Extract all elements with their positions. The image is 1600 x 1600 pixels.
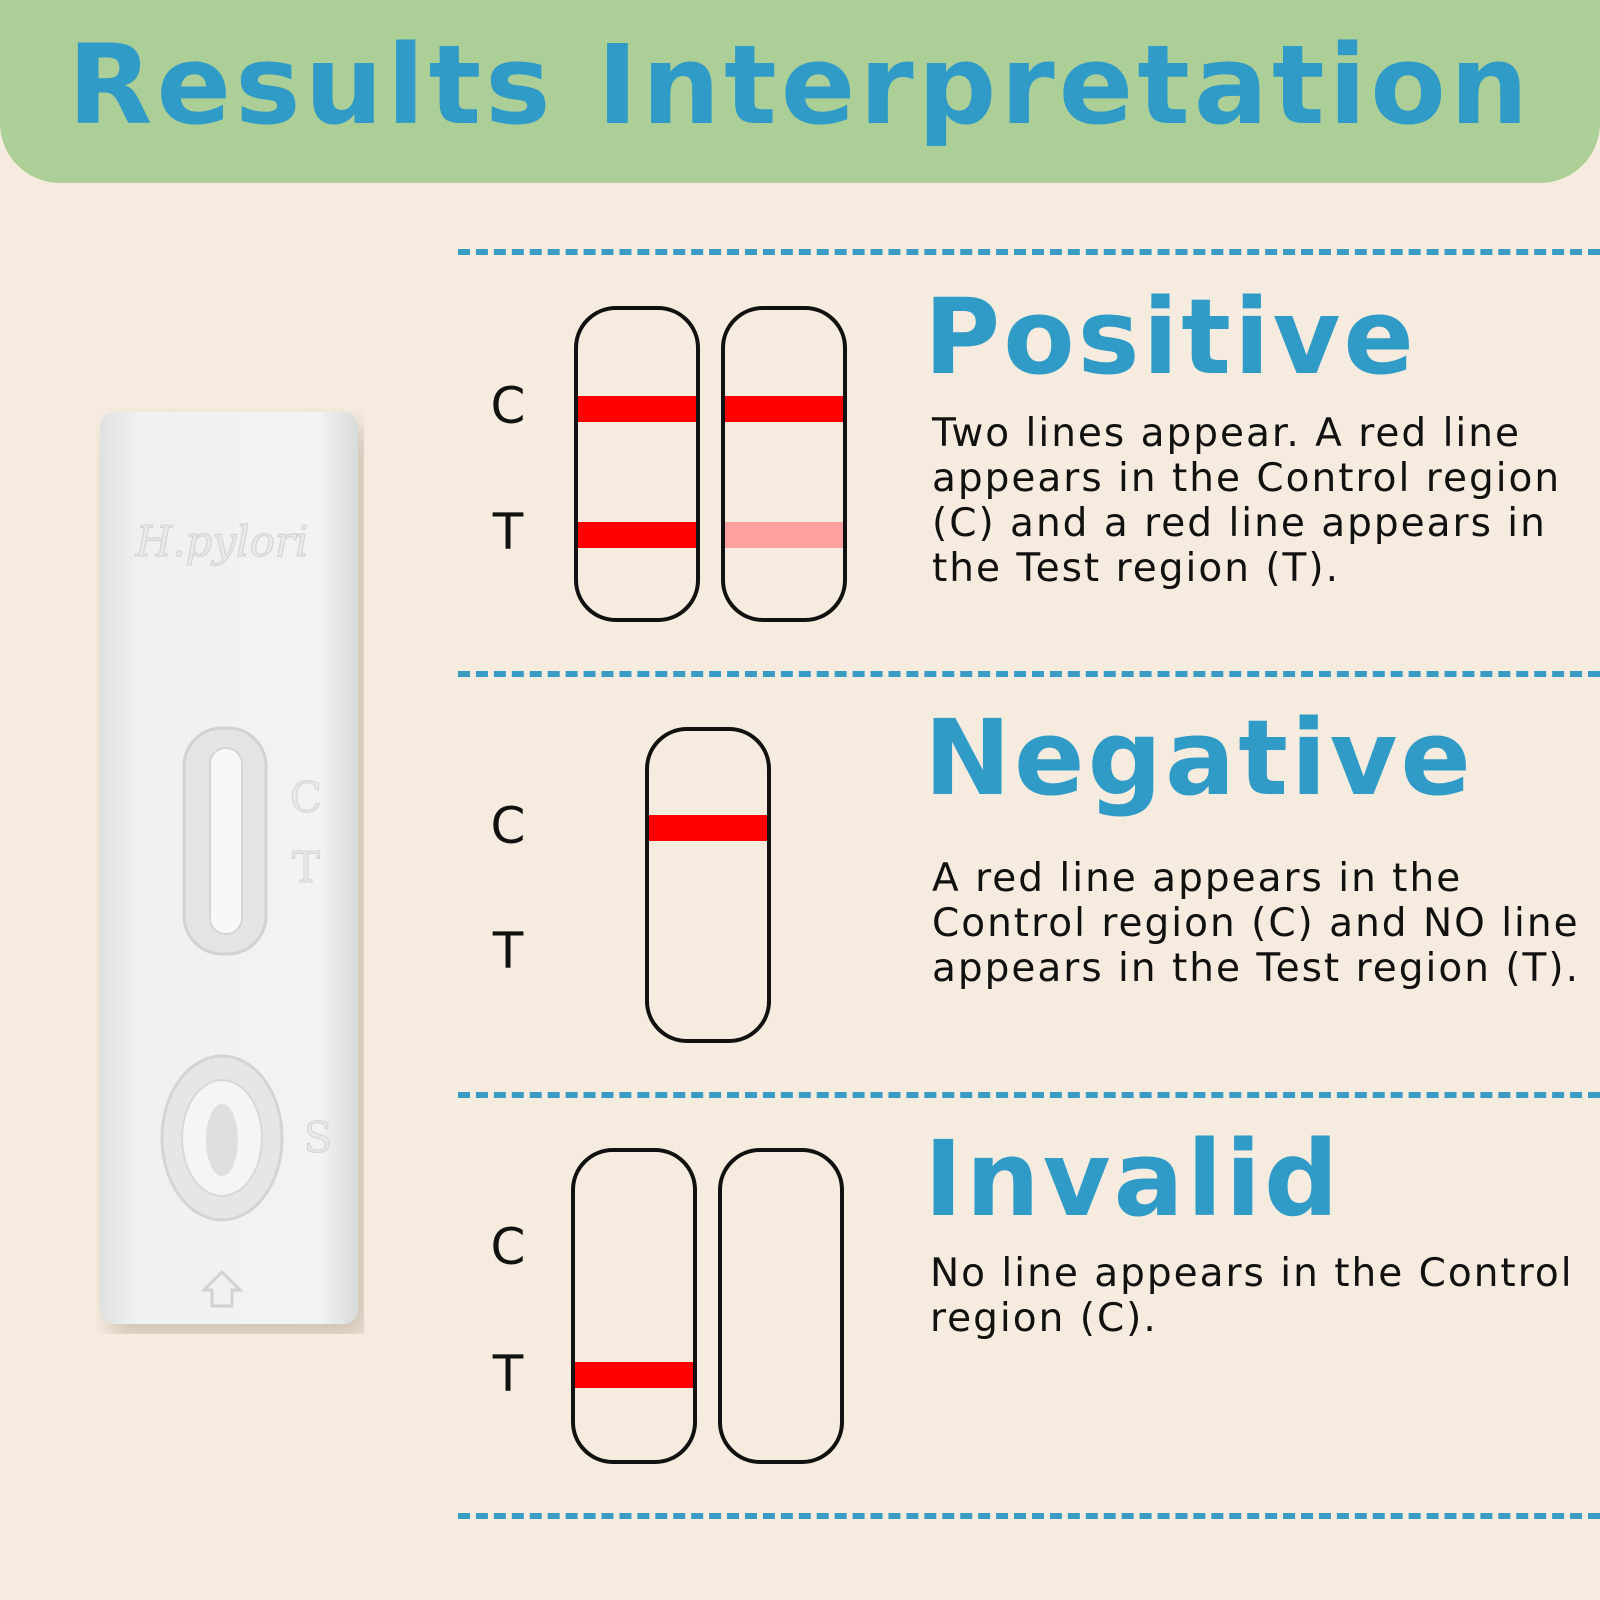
result-title-negative: Negative	[924, 697, 1474, 819]
control-label: C	[490, 1218, 526, 1276]
result-description-negative: A red line appears in the Control region…	[932, 856, 1580, 991]
result-title-invalid: Invalid	[924, 1118, 1342, 1240]
svg-text:S: S	[304, 1113, 333, 1162]
test-band	[575, 1362, 693, 1388]
cassette-window-labels: C T S	[289, 773, 333, 1163]
control-label: C	[490, 797, 526, 855]
divider-2	[458, 1092, 1600, 1098]
result-strip	[721, 306, 847, 622]
control-band	[578, 396, 696, 422]
cassette-brand-text: H.pylori	[134, 516, 309, 566]
result-strip	[718, 1148, 844, 1464]
result-description-invalid: No line appears in the Control region (C…	[930, 1251, 1574, 1341]
control-band	[725, 396, 843, 422]
result-strip	[571, 1148, 697, 1464]
result-strip	[574, 306, 700, 622]
test-band	[578, 522, 696, 548]
test-label: T	[492, 503, 524, 561]
result-description-positive: Two lines appear. A red line appears in …	[932, 411, 1562, 591]
test-label: T	[492, 922, 524, 980]
divider-top	[458, 249, 1600, 255]
divider-bottom	[458, 1513, 1600, 1519]
test-cassette-image: H.pylori C T S	[96, 408, 364, 1334]
page-title: Results Interpretation	[67, 21, 1533, 149]
control-label: C	[490, 377, 526, 435]
divider-1	[458, 671, 1600, 677]
control-band	[649, 815, 767, 841]
svg-text:T: T	[292, 843, 320, 892]
result-strip	[645, 727, 771, 1043]
test-label: T	[492, 1345, 524, 1403]
result-title-positive: Positive	[924, 276, 1417, 398]
test-band-faint	[725, 522, 843, 548]
svg-text:C: C	[290, 773, 322, 822]
header-banner: Results Interpretation	[0, 0, 1600, 183]
svg-text:H.pylori: H.pylori	[135, 517, 309, 566]
